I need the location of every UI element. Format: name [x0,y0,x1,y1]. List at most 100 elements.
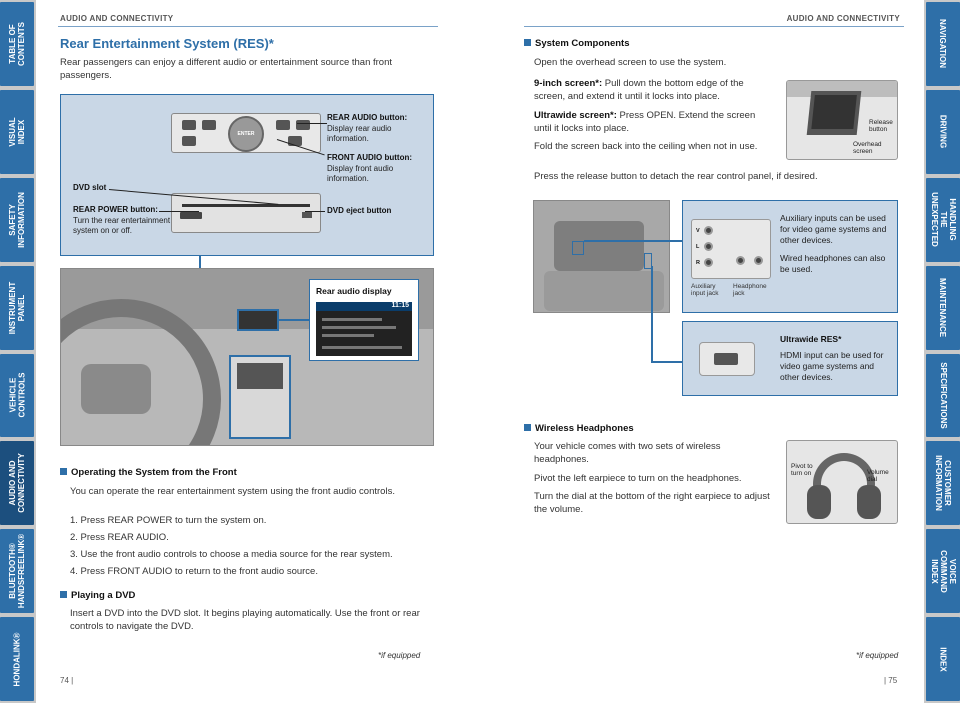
dvd-slot-graphic [182,204,310,207]
release-text: Press the release button to detach the r… [534,171,818,182]
step-item: 2. Press REAR AUDIO. [70,532,169,543]
playing-text: Insert a DVD into the DVD slot. It begin… [70,608,420,632]
jack-label-l: L [696,244,700,250]
running-header-right: AUDIO AND CONNECTIVITY [786,14,900,23]
tab-bluetooth-handsfreelink[interactable]: BLUETOOTH® HANDSFREELINK® [0,529,34,614]
front-control-panel: ENTER [171,113,321,153]
aux-input-jack-caption: Auxiliary input jack [691,283,719,297]
ultrawide-desc: Press OPEN. Extend the screen until it l… [534,110,756,134]
aux-inputs-callout: V L R Auxiliary input jack Headphone jac… [682,200,898,313]
tab-label: AUDIO AND CONNECTIVITY [8,453,26,514]
tab-table-of-contents[interactable]: TABLE OF CONTENTS [0,2,34,86]
tab-label: NAVIGATION [938,19,948,69]
headphones-image: Pivot to turn on Volume dial [786,440,898,524]
connector-line [651,266,653,362]
headphone-jack-caption: Headphone jack [733,283,767,297]
tab-driving[interactable]: DRIVING [926,89,960,174]
right-earpiece-graphic [857,485,881,519]
tab-customer-information[interactable]: CUSTOMER INFORMATION [926,441,960,526]
aux-inputs-text: Auxiliary inputs can be used for video g… [780,213,887,245]
step-item: 4. Press FRONT AUDIO to return to the fr… [70,566,318,577]
overhead-screen-label: Overhead screen [853,141,882,155]
knob-label: ENTER [237,131,255,137]
footnote-left: *if equipped [378,651,421,660]
section-heading-text: Operating the System from the Front [71,467,237,478]
ultrawide-screen-text: Ultrawide screen*: Press OPEN. Extend th… [534,109,774,135]
upper-display-graphic [237,309,279,331]
hdmi-input-callout: Ultrawide RES* HDMI input can be used fo… [682,321,898,396]
rear-audio-display-screen: 11:15 [316,302,412,356]
callout-line [279,319,309,321]
front-audio-desc: Display front audio information. [327,163,394,184]
display-row [322,326,396,329]
tab-navigation[interactable]: NAVIGATION [926,2,960,86]
nine-inch-label: 9-inch screen*: [534,78,603,89]
rear-audio-callout: REAR AUDIO button: Display rear audio in… [327,113,427,145]
section-heading-components: System Components [524,38,630,49]
section-bullet-icon [60,591,67,598]
control-panel-diagram: ENTER REAR AUDIO button: Display rear au… [60,94,434,256]
floor-graphic [544,271,664,311]
left-tab-bar: TABLE OF CONTENTS VISUAL INDEX SAFETY IN… [0,0,36,703]
tab-safety-information[interactable]: SAFETY INFORMATION [0,177,34,262]
tab-vehicle-controls[interactable]: VEHICLE CONTROLS [0,353,34,438]
display-row [322,334,374,337]
tab-visual-index[interactable]: VISUAL INDEX [0,89,34,174]
tab-specifications[interactable]: SPECIFICATIONS [926,353,960,438]
tab-instrument-panel[interactable]: INSTRUMENT PANEL [0,265,34,350]
connector-line [199,256,201,268]
step-item: 3. Use the front audio controls to choos… [70,549,393,560]
steering-hub-graphic [81,364,151,414]
dvd-unit [171,193,321,233]
dvd-slot-callout: DVD slot [73,183,106,194]
connector-line [651,361,682,363]
overhead-screen-graphic [806,91,862,135]
hdmi-location-marker [644,253,652,269]
dashboard-photo: Rear audio display 11:15 [60,268,434,446]
tab-handling-the-unexpected[interactable]: HANDLING THE UNEXPECTED [926,177,960,262]
jack-icon [704,242,713,251]
ultrawide-res-title: Ultrawide RES* [780,334,842,344]
section-heading-wireless: Wireless Headphones [524,423,634,434]
release-button-label: Release button [869,119,893,133]
tab-label: INDEX [938,646,948,672]
tab-label: TABLE OF CONTENTS [8,21,26,66]
center-console-graphic [229,355,291,439]
tab-hondalink[interactable]: HONDALINK® [0,617,34,701]
tab-voice-command-index[interactable]: VOICE COMMAND INDEX [926,529,960,614]
headphone-jack-icon [736,256,745,265]
rear-audio-display-callout: Rear audio display 11:15 [309,279,419,361]
ultrawide-label: Ultrawide screen*: [534,110,617,121]
aux-jack-location-marker [572,241,584,255]
tab-label: DRIVING [938,115,948,149]
left-earpiece-graphic [807,485,831,519]
tab-index[interactable]: INDEX [926,617,960,701]
rear-cabin-photo [533,200,670,313]
dvd-eject-label: DVD eject button [327,206,392,215]
hdmi-panel-graphic [699,342,755,376]
leader-line [159,211,199,212]
jack-icon [704,226,713,235]
tab-label: HANDLING THE UNEXPECTED [929,192,957,248]
jack-icon [704,258,713,267]
header-rule-left [58,26,438,27]
connector-line [584,240,682,242]
tab-audio-and-connectivity[interactable]: AUDIO AND CONNECTIVITY [0,441,34,526]
fold-text: Fold the screen back into the ceiling wh… [534,141,758,152]
jack-panel-graphic: V L R [691,219,771,279]
operating-text: You can operate the rear entertainment s… [70,486,395,497]
wired-headphones-text: Wired headphones can also be used. [780,253,886,274]
display-row [322,346,402,349]
tab-maintenance[interactable]: MAINTENANCE [926,265,960,350]
front-audio-title: FRONT AUDIO button: [327,153,413,162]
front-audio-button-graphic [276,120,290,130]
section-heading-playing: Playing a DVD [60,590,135,601]
jack-label-r: R [696,260,700,266]
panel-button [288,136,302,146]
headphone-jack-icon [754,256,763,265]
running-header-left: AUDIO AND CONNECTIVITY [60,14,174,23]
rear-audio-button-graphic [296,120,310,130]
components-text: Open the overhead screen to use the syst… [534,57,727,68]
section-heading-text: Playing a DVD [71,590,136,601]
tab-label: BLUETOOTH® HANDSFREELINK® [8,534,26,609]
